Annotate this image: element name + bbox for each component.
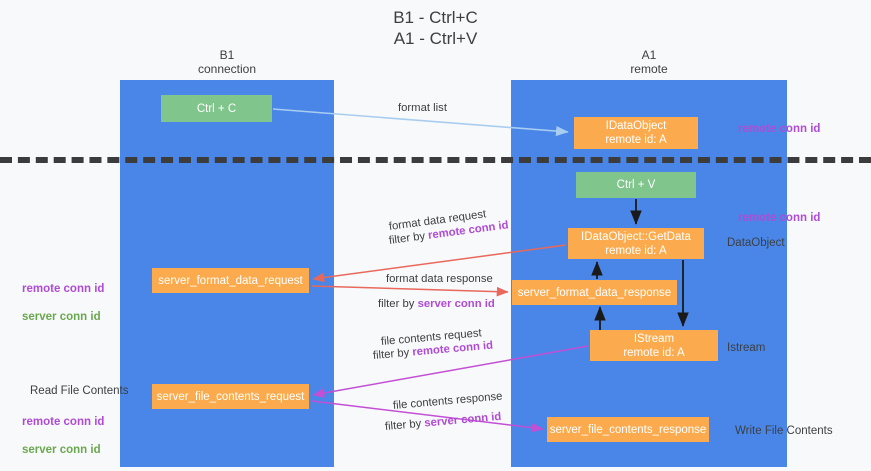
annotation-left-conn-ids-bottom: remote conn id server conn id: [22, 401, 104, 471]
edge-label-format-list: format list: [398, 102, 447, 114]
phase-divider: [0, 157, 871, 163]
annotation-left-remote-conn-id-top: remote conn id: [22, 283, 105, 295]
page-title: B1 - Ctrl+C A1 - Ctrl+V: [393, 8, 478, 48]
annotation-read-file-contents: Read File Contents: [30, 385, 129, 397]
annotation-left-server-conn-id-bottom: server conn id: [22, 444, 101, 456]
node-server-file-contents-response[interactable]: server_file_contents_response: [547, 417, 709, 442]
node-istream[interactable]: IStream remote id: A: [590, 330, 718, 361]
annotation-write-file-contents: Write File Contents: [735, 425, 833, 437]
node-ctrl-c[interactable]: Ctrl + C: [161, 95, 272, 122]
node-ctrl-v[interactable]: Ctrl + V: [576, 172, 696, 198]
filter-prefix: filter by: [384, 417, 425, 433]
filter-value-server-conn-id: server conn id: [423, 410, 502, 430]
annotation-left-server-conn-id-top: server conn id: [22, 311, 101, 323]
node-idataobject-getdata[interactable]: IDataObject::GetData remote id: A: [568, 228, 704, 259]
edge-label-file-contents-response-filter: filter by server conn id: [384, 410, 502, 435]
filter-prefix: filter by: [388, 229, 429, 247]
annotation-dataobject: DataObject: [727, 237, 785, 249]
node-server-format-data-response[interactable]: server_format_data_response: [512, 280, 677, 305]
filter-prefix: filter by: [378, 298, 418, 310]
annotation-remote-conn-id-top: remote conn id: [738, 123, 821, 135]
edge-label-format-data-response: format data response: [386, 273, 493, 285]
annotation-left-remote-conn-id-bottom: remote conn id: [22, 416, 105, 428]
edge-label-format-data-response-filter: filter by server conn id: [378, 297, 495, 312]
swimlane-a1-heading: A1 remote: [630, 48, 668, 76]
annotation-remote-conn-id-mid: remote conn id: [738, 212, 821, 224]
annotation-istream: Istream: [727, 342, 766, 354]
swimlane-b1-heading: B1 connection: [197, 48, 257, 76]
node-server-format-data-request[interactable]: server_format_data_request: [152, 268, 309, 293]
node-server-file-contents-request[interactable]: server_file_contents_request: [152, 384, 309, 409]
node-idataobject[interactable]: IDataObject remote id: A: [574, 117, 698, 149]
filter-prefix: filter by: [372, 346, 413, 362]
filter-value-server-conn-id: server conn id: [417, 298, 495, 310]
annotation-left-conn-ids-top: remote conn id server conn id: [22, 268, 104, 338]
